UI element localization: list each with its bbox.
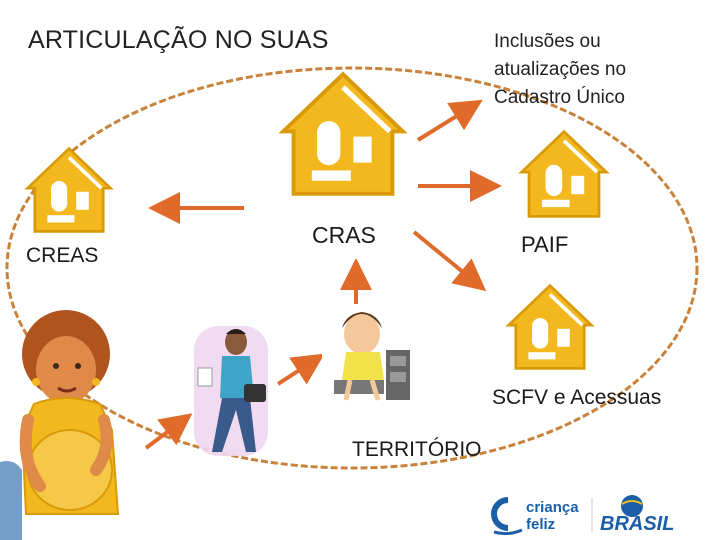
woman-at-desk-illustration: [322, 304, 412, 402]
arrow-icon: [276, 353, 325, 386]
feliz-text: feliz: [526, 516, 555, 533]
crianca-feliz-logo: criança feliz: [491, 497, 579, 536]
arrow-icon: [416, 99, 483, 142]
walking-man-illustration: [194, 326, 268, 456]
house-icon: [25, 146, 113, 234]
house-icon: [519, 129, 609, 219]
note-line: Inclusões ou: [494, 31, 601, 52]
brasil-logo: BRASIL: [600, 495, 674, 535]
pregnant-woman-illustration: [19, 310, 120, 515]
cras-label: CRAS: [312, 222, 376, 248]
footer-logos: criança feliz BRASIL: [491, 495, 674, 536]
territorio-label: TERRITÓRIO: [352, 438, 482, 461]
creas-label: CREAS: [26, 244, 99, 267]
house-icon: [283, 74, 403, 194]
arrow-icon: [144, 413, 193, 450]
note-line: atualizações no: [494, 59, 627, 80]
territory-boundary: [5, 66, 699, 470]
slide-title: ARTICULAÇÃO NO SUAS: [28, 26, 329, 54]
scfv-label: SCFV e Acessuas: [492, 386, 662, 409]
crianca-text: criança: [526, 499, 579, 516]
paif-label: PAIF: [521, 232, 569, 257]
cadastro-unico-note: Inclusões ou atualizações no Cadastro Ún…: [494, 28, 714, 112]
arrow-icon: [412, 230, 487, 292]
house-icon: [506, 283, 594, 371]
brasil-text: BRASIL: [600, 513, 674, 535]
note-line: Cadastro Único: [494, 87, 625, 108]
footer-wave: [0, 461, 22, 540]
